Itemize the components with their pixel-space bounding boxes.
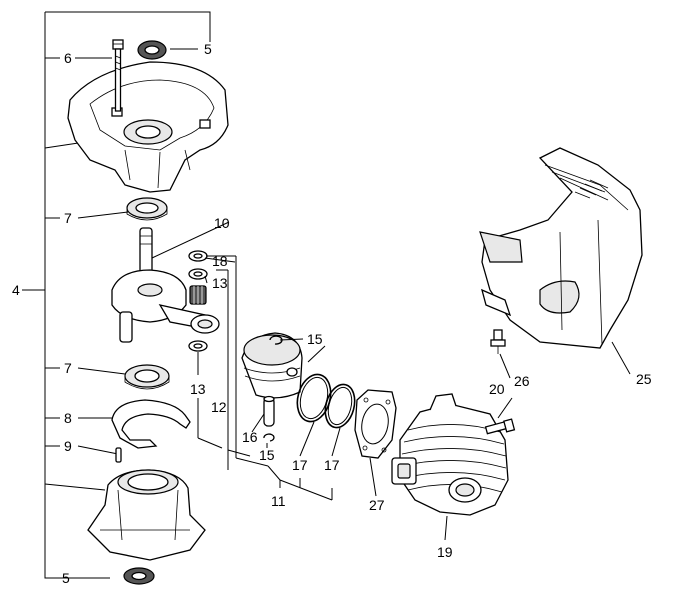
crankcase-lower	[87, 469, 206, 561]
callout-15-top: 15	[307, 331, 323, 347]
callout-4: 4	[12, 282, 20, 298]
callout-13-top: 13	[212, 275, 228, 291]
callout-17-right: 17	[324, 457, 340, 473]
small-end-parts	[188, 250, 208, 352]
piston-ring-right	[324, 383, 356, 429]
bearing-top	[126, 197, 168, 221]
circlip-bottom	[263, 433, 275, 442]
callout-17-left: 17	[292, 457, 308, 473]
callout-11: 11	[271, 493, 286, 509]
callout-25: 25	[636, 371, 652, 387]
piston	[241, 332, 303, 399]
callout-labels: 4 5 5 6 7 7 8 9 10 11 12 13 13 15 15 16 …	[12, 41, 652, 586]
callout-13-bottom: 13	[190, 381, 206, 397]
callout-9: 9	[64, 438, 72, 454]
callout-20: 20	[489, 381, 505, 397]
bearing-bottom	[124, 364, 170, 390]
crankshaft-10	[111, 227, 220, 343]
callout-19: 19	[437, 544, 453, 560]
piston-pin-16	[263, 395, 275, 427]
bolt-6	[112, 39, 124, 112]
cylinder-cover-25	[479, 147, 643, 349]
callout-16: 16	[242, 429, 258, 445]
crankcase-upper	[67, 61, 229, 193]
callout-10: 10	[214, 215, 230, 231]
screw-26	[490, 329, 506, 354]
callout-7-bottom: 7	[64, 360, 72, 376]
cylinder-19	[391, 393, 509, 516]
callout-27: 27	[369, 497, 385, 513]
callout-7-top: 7	[64, 210, 72, 226]
circlip-top	[269, 335, 283, 345]
callout-26: 26	[514, 373, 530, 389]
callout-18: 18	[212, 253, 228, 269]
screw-20	[484, 418, 516, 435]
gasket-8	[111, 399, 191, 449]
callout-12: 12	[211, 399, 227, 415]
oil-seal-top	[137, 40, 167, 60]
callout-8: 8	[64, 410, 72, 426]
leader-lines	[151, 221, 631, 541]
callout-15-bottom: 15	[259, 447, 275, 463]
callout-6: 6	[64, 50, 72, 66]
callout-5-top: 5	[204, 41, 212, 57]
oil-seal-bottom	[123, 567, 155, 585]
cylinder-gasket-27	[354, 389, 397, 459]
callout-5-bottom: 5	[62, 570, 70, 586]
pin-9	[115, 447, 122, 463]
